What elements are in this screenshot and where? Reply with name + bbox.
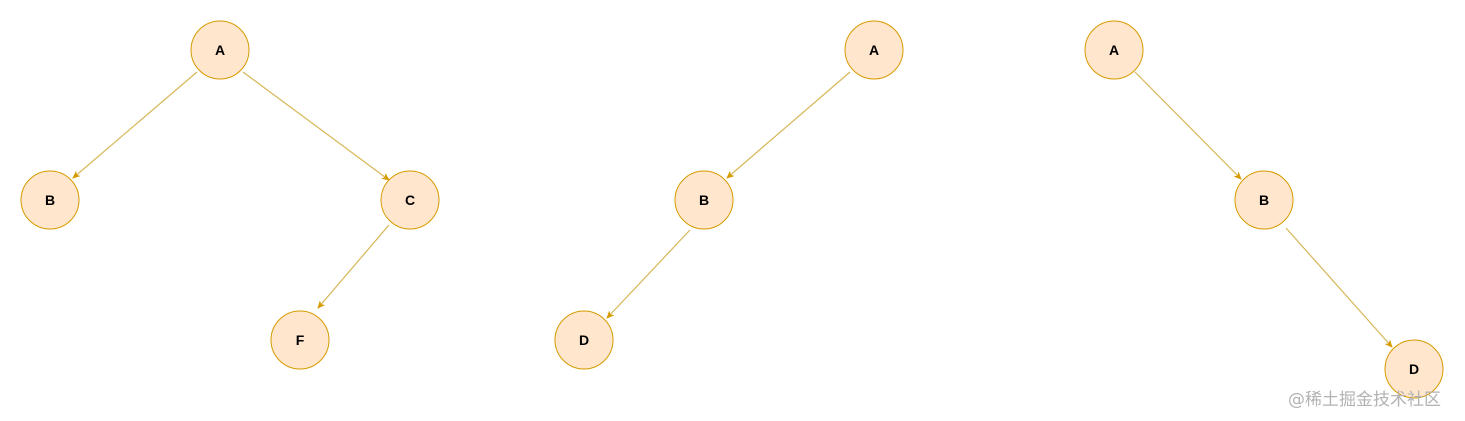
watermark-text: @稀土掘金技术社区 (1288, 390, 1441, 410)
node-label: A (869, 42, 879, 58)
node-label: A (215, 42, 225, 58)
node-t1-c: C (380, 170, 440, 230)
node-t2-a: A (844, 20, 904, 80)
edge-t3-a-to-b (1134, 71, 1242, 180)
node-label: B (699, 192, 709, 208)
node-t2-d: D (554, 310, 614, 370)
node-t3-a: A (1084, 20, 1144, 80)
node-t2-b: B (674, 170, 734, 230)
node-label: B (45, 192, 55, 208)
tree-1: A B C F (20, 20, 440, 370)
node-label: B (1259, 192, 1269, 208)
node-t1-a: A (190, 20, 250, 80)
edge-t1-a-to-c (242, 71, 390, 181)
edge-t1-a-to-b (72, 71, 198, 179)
node-t3-b: B (1234, 170, 1294, 230)
node-label: F (296, 332, 305, 348)
edge-t1-c-to-f (317, 224, 390, 309)
edge-t3-b-to-d (1285, 227, 1393, 348)
edge-t2-a-to-b (726, 71, 851, 179)
node-t1-f: F (270, 310, 330, 370)
node-label: D (1409, 361, 1419, 377)
tree-3: A B D (1084, 20, 1444, 399)
edge-t2-b-to-d (606, 229, 691, 319)
node-t1-b: B (20, 170, 80, 230)
tree-2: A B D (554, 20, 904, 370)
node-label: C (405, 192, 415, 208)
node-label: D (579, 332, 589, 348)
node-t3-d: D (1384, 339, 1444, 399)
node-label: A (1109, 42, 1119, 58)
